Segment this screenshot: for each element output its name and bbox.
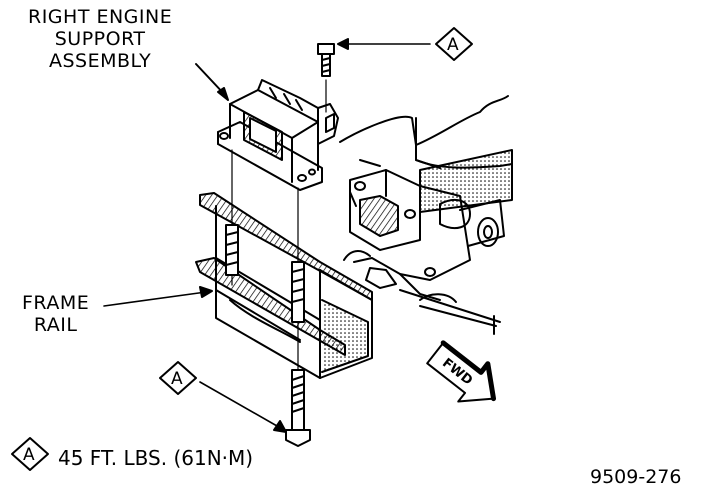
engine-support-label: RIGHT ENGINE SUPPORT ASSEMBLY — [28, 6, 172, 72]
callout-letter: A — [171, 369, 183, 389]
bolt-rail-left — [225, 224, 239, 276]
legend-symbol: A — [11, 437, 49, 471]
engine-support-label-line: SUPPORT — [54, 28, 146, 50]
frame-rail-leader — [103, 286, 213, 307]
engine-outline — [339, 95, 513, 335]
frame-rail-label-line: RAIL — [33, 314, 78, 336]
frame-rail-label: FRAME RAIL — [22, 292, 89, 336]
engine-support-label-line: ASSEMBLY — [49, 50, 152, 72]
legend-letter: A — [23, 445, 35, 465]
fwd-arrow: FWD — [426, 340, 497, 403]
torque-callout-upper: A — [337, 27, 473, 61]
engine-support-label-line: RIGHT ENGINE — [28, 6, 173, 28]
bolt-lower — [285, 369, 311, 447]
engine-support-bracket — [195, 63, 339, 191]
torque-legend-text: 45 FT. LBS. (61N·M) — [58, 446, 254, 470]
bolt-rail-right — [291, 261, 305, 323]
frame-rail-label-line: FRAME — [22, 292, 90, 314]
callout-letter: A — [447, 35, 459, 55]
bolt-upper — [317, 43, 335, 77]
frame-rail — [195, 192, 373, 379]
figure-number: 9509-276 — [590, 466, 682, 488]
torque-callout-lower: A — [159, 361, 287, 433]
